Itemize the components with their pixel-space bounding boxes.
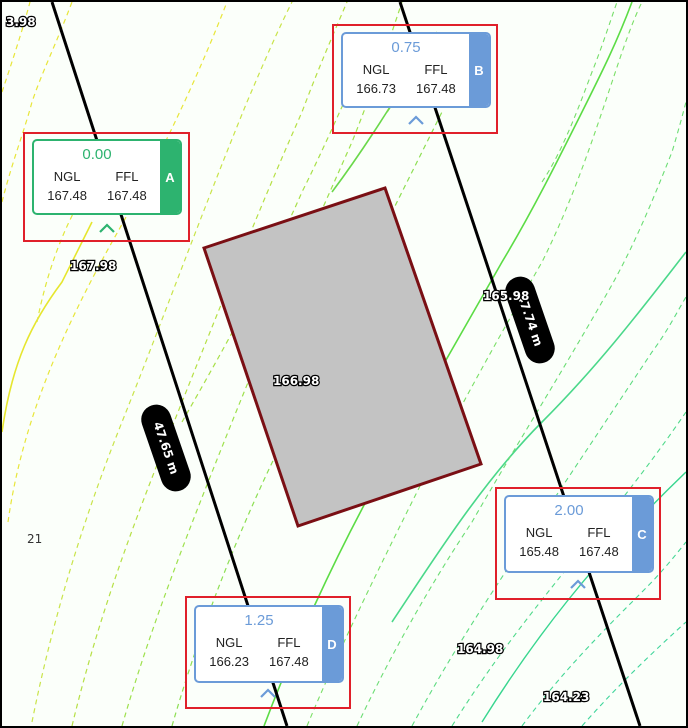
corner-a-value: 0.00 (82, 146, 112, 163)
corner-b-levels: NGL FFL 166.73 167.48 (356, 62, 456, 96)
corner-d-levels: NGL FFL 166.23 167.48 (209, 635, 309, 669)
contour-label-164-98: 164.98 (457, 642, 503, 656)
ngl-label: NGL (53, 169, 81, 184)
corner-a-card[interactable]: 0.00 NGL FFL 167.48 167.48 A (32, 139, 182, 215)
ngl-label: NGL (525, 525, 553, 540)
contour-label-21: 21 (27, 532, 42, 546)
corner-b-tab[interactable]: B (469, 34, 489, 106)
corner-d-ngl: 166.23 (209, 654, 249, 669)
ffl-label: FFL (277, 635, 301, 650)
corner-a-tab[interactable]: A (160, 141, 180, 213)
corner-d-ffl: 167.48 (269, 654, 309, 669)
dimension-right: 47.74 m (505, 276, 555, 364)
dimension-left: 47.65 m (141, 404, 191, 492)
corner-c-card[interactable]: 2.00 NGL FFL 165.48 167.48 C (504, 495, 654, 573)
building-footprint[interactable] (202, 186, 483, 528)
ngl-label: NGL (362, 62, 390, 77)
ngl-label: NGL (215, 635, 243, 650)
contour-label-166-98: 166.98 (273, 374, 319, 388)
corner-b-ngl: 166.73 (356, 81, 396, 96)
corner-c-levels: NGL FFL 165.48 167.48 (519, 525, 619, 559)
chevron-up-icon[interactable] (569, 579, 587, 589)
contour-label-164-23: 164.23 (543, 690, 589, 704)
corner-b-value: 0.75 (391, 39, 421, 56)
boundary-line-right (398, 2, 642, 726)
corner-c-ffl: 167.48 (579, 544, 619, 559)
corner-b-body: 0.75 NGL FFL 166.73 167.48 (343, 34, 469, 106)
contour-label-partial: 3.98 (6, 15, 36, 29)
contour-label-165-98: 165.98 (483, 289, 529, 303)
corner-d-marker[interactable] (185, 596, 351, 709)
corner-d-body: 1.25 NGL FFL 166.23 167.48 (196, 607, 322, 681)
corner-a-levels: NGL FFL 167.48 167.48 (47, 169, 147, 203)
corner-c-value: 2.00 (554, 502, 584, 519)
corner-a-marker[interactable] (23, 132, 190, 242)
ffl-label: FFL (587, 525, 611, 540)
corner-b-ffl: 167.48 (416, 81, 456, 96)
ffl-label: FFL (115, 169, 139, 184)
corner-d-card[interactable]: 1.25 NGL FFL 166.23 167.48 D (194, 605, 344, 683)
corner-c-marker[interactable] (495, 487, 661, 600)
corner-d-tab[interactable]: D (322, 607, 342, 681)
corner-c-tab[interactable]: C (632, 497, 652, 571)
corner-d-value: 1.25 (244, 612, 274, 629)
chevron-up-icon[interactable] (259, 688, 277, 698)
chevron-up-icon[interactable] (98, 223, 116, 233)
contour-label-167-98: 167.98 (70, 259, 116, 273)
corner-a-ffl: 167.48 (107, 188, 147, 203)
corner-b-marker[interactable] (332, 24, 498, 134)
contours-yellow (2, 2, 293, 723)
contours-teal (306, 2, 686, 726)
corner-c-body: 2.00 NGL FFL 165.48 167.48 (506, 497, 632, 571)
corner-b-card[interactable]: 0.75 NGL FFL 166.73 167.48 B (341, 32, 491, 108)
corner-c-ngl: 165.48 (519, 544, 559, 559)
corner-a-body: 0.00 NGL FFL 167.48 167.48 (34, 141, 160, 213)
corner-a-ngl: 167.48 (47, 188, 87, 203)
chevron-up-icon[interactable] (407, 115, 425, 125)
ffl-label: FFL (424, 62, 448, 77)
